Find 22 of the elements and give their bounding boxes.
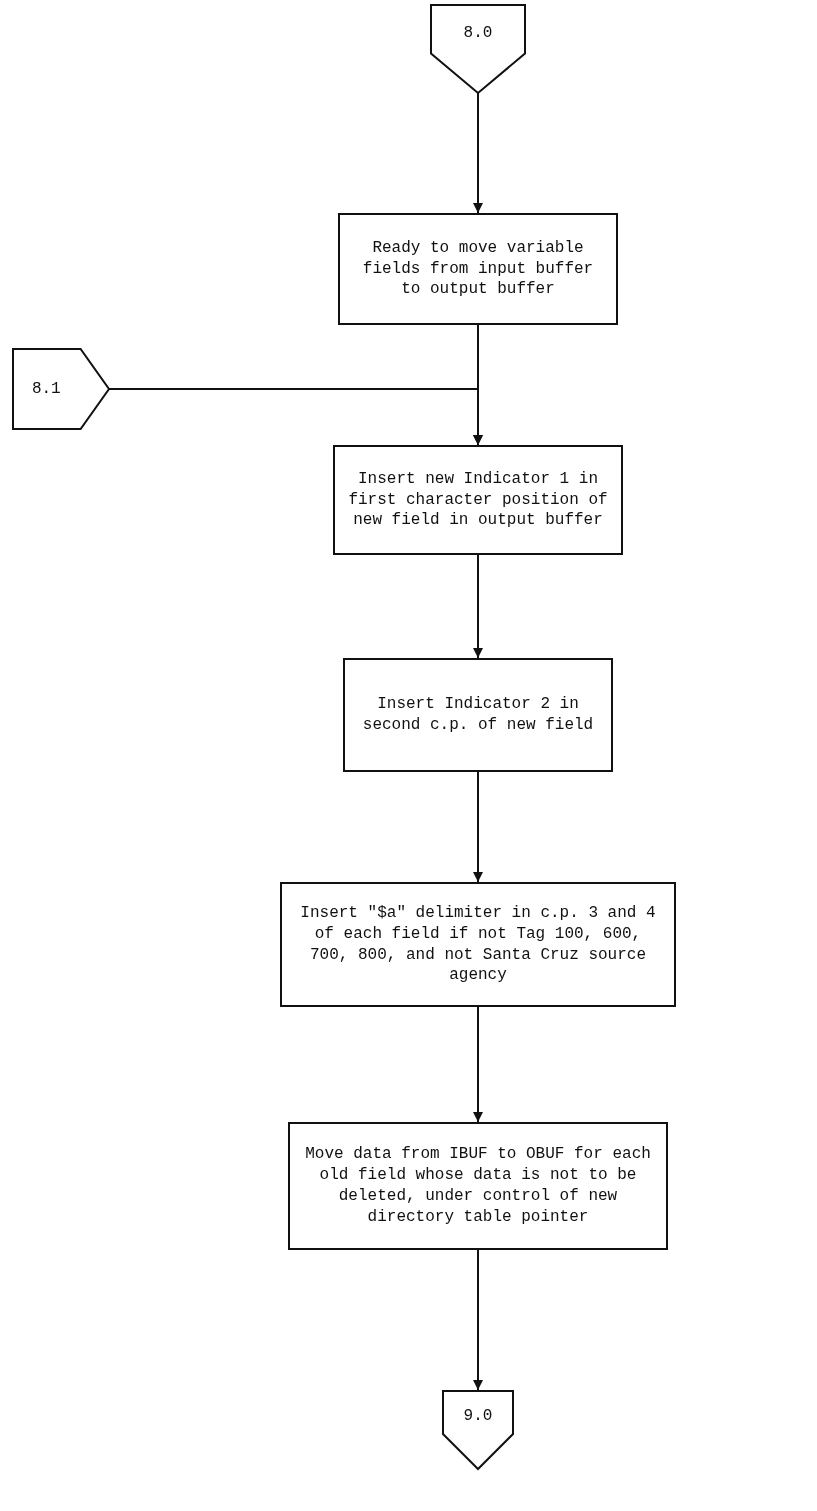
node-label: 8.0	[463, 22, 493, 44]
arrow	[473, 1006, 483, 1123]
process-box	[343, 658, 613, 772]
arrow	[108, 388, 483, 446]
process-box	[280, 882, 676, 1007]
node-label: Insert Indicator 2 in second c.p. of new field	[361, 694, 595, 736]
arrow	[473, 554, 483, 659]
arrow	[473, 771, 483, 883]
arrow	[473, 1249, 483, 1391]
off-page-connector	[12, 348, 110, 430]
process-box	[288, 1122, 668, 1250]
process-box	[333, 445, 623, 555]
node-label: 9.0	[463, 1405, 493, 1427]
node-label: Move data from IBUF to OBUF for each old field whose data is not to be deleted, under control of new directory table pointer	[304, 1144, 652, 1228]
node-label: Insert new Indicator 1 in first character position of new field in output buffer	[347, 468, 609, 532]
process-box	[338, 213, 618, 325]
arrow	[473, 92, 483, 214]
off-page-connector	[430, 4, 526, 94]
node-label: Ready to move variable fields from input buffer to output buffer	[361, 237, 595, 301]
node-label: 8.1	[31, 378, 61, 400]
node-label: Insert "$a" delimiter in c.p. 3 and 4 of each field if not Tag 100, 600, 700, 800, and not Santa Cruz source agency	[299, 902, 657, 987]
off-page-connector	[442, 1390, 514, 1470]
